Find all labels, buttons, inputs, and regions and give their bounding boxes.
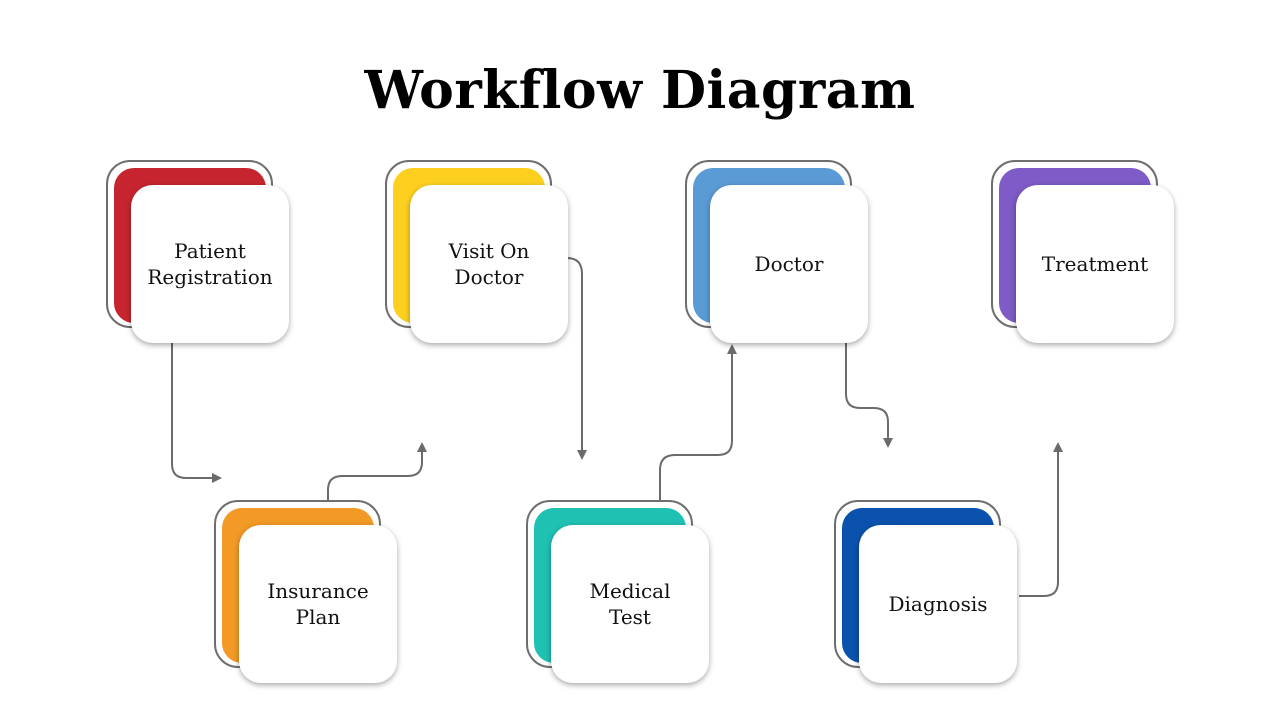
connector-registration-to-insurance: [171, 343, 222, 483]
node-card: Doctor: [710, 185, 868, 343]
node-label: Patient Registration: [147, 239, 273, 289]
page-title: Workflow Diagram: [364, 60, 916, 121]
connector-diagnosis-to-treatment: [1019, 442, 1063, 597]
node-diagnosis[interactable]: Diagnosis: [834, 500, 1019, 685]
node-card: Patient Registration: [131, 185, 289, 343]
connector-insurance-to-visit: [327, 442, 427, 517]
node-card: Insurance Plan: [239, 525, 397, 683]
node-card: Medical Test: [551, 525, 709, 683]
node-label: Insurance Plan: [267, 579, 369, 629]
node-label: Diagnosis: [888, 592, 988, 616]
connector-medical-to-doctor: [659, 344, 737, 517]
connector-doctor-to-diagnosis: [845, 343, 893, 448]
node-doctor[interactable]: Doctor: [685, 160, 870, 345]
node-label: Treatment: [1041, 252, 1149, 276]
node-label: Visit On Doctor: [448, 239, 530, 289]
node-card: Diagnosis: [859, 525, 1017, 683]
node-card: Visit On Doctor: [410, 185, 568, 343]
node-visit-on-doctor[interactable]: Visit On Doctor: [385, 160, 570, 345]
node-label: Doctor: [754, 252, 824, 276]
node-patient-registration[interactable]: Patient Registration: [106, 160, 291, 345]
connector-visit-to-medical: [566, 257, 587, 460]
node-card: Treatment: [1016, 185, 1174, 343]
node-treatment[interactable]: Treatment: [991, 160, 1176, 345]
node-label: Medical Test: [589, 579, 671, 629]
node-insurance-plan[interactable]: Insurance Plan: [214, 500, 399, 685]
node-medical-test[interactable]: Medical Test: [526, 500, 711, 685]
